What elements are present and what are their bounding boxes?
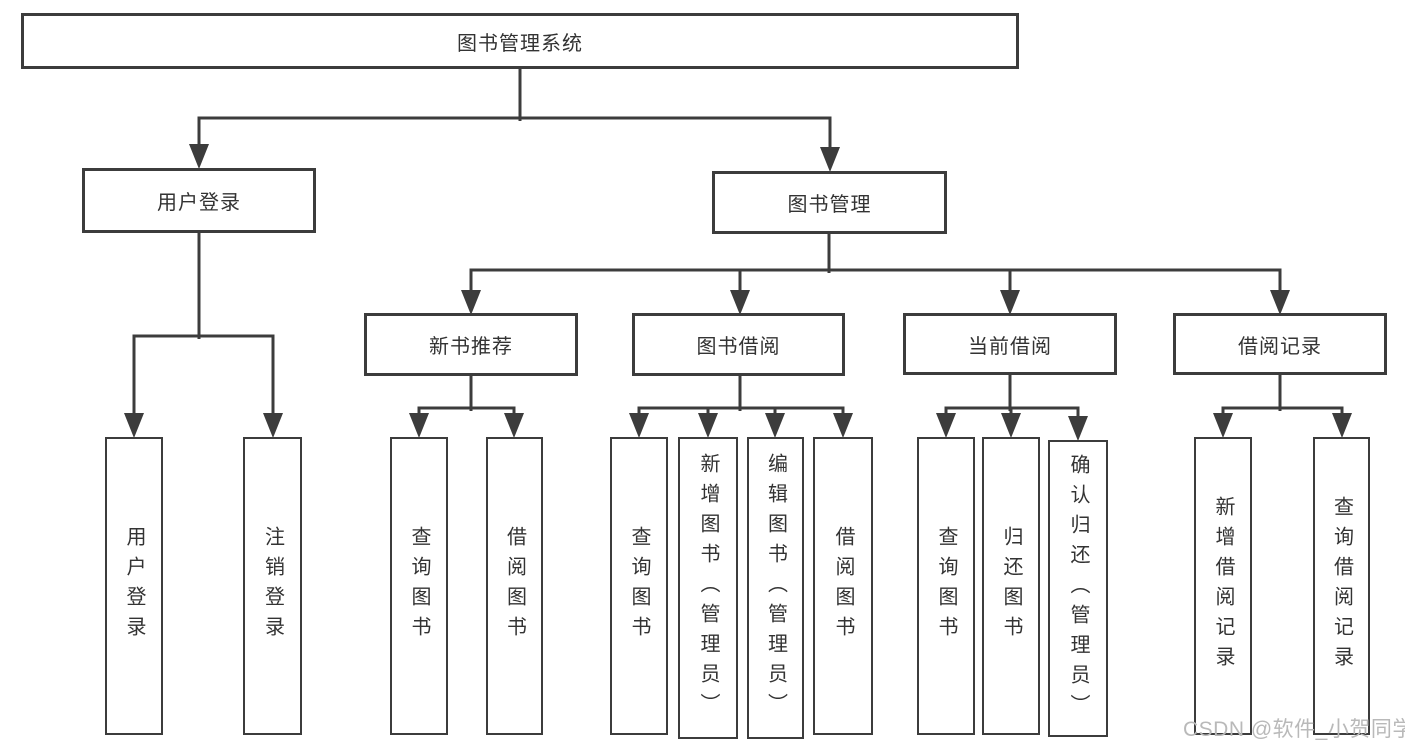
node-label: 借阅图书 [503,526,526,646]
node-logout: 注销登录 [243,437,302,735]
node-label: 图书管理 [787,194,872,216]
node-label: 确认归还（管理员） [1067,453,1089,724]
node-confirm-return-admin: 确认归还（管理员） [1048,440,1108,737]
node-label: 查询借阅记录 [1330,496,1353,676]
node-label: 注销登录 [261,526,284,646]
node-book-management: 图书管理 [712,171,947,234]
node-add-books-admin: 新增图书（管理员） [678,437,738,739]
node-label: 查询图书 [628,526,650,646]
node-borrow-records: 借阅记录 [1173,313,1387,375]
node-query-books-2: 查询图书 [610,437,668,735]
node-label: 图书借阅 [696,336,781,358]
node-label: 新书推荐 [429,336,513,358]
node-label: 借阅图书 [832,526,854,646]
node-user-login: 用户登录 [82,168,316,233]
watermark-text: CSDN @软件_小贺同学 [1183,718,1405,741]
node-label: 归还图书 [1000,526,1022,646]
node-query-books-3: 查询图书 [917,437,975,735]
node-borrow-books-1: 借阅图书 [486,437,543,735]
node-book-borrow: 图书借阅 [632,313,845,376]
node-label: 查询图书 [935,526,957,646]
node-label: 编辑图书（管理员） [764,453,787,723]
node-return-books: 归还图书 [982,437,1040,735]
node-label: 借阅记录 [1238,335,1322,358]
node-label: 查询图书 [408,526,430,646]
node-query-borrow-record: 查询借阅记录 [1313,437,1370,735]
node-library-system: 图书管理系统 [21,13,1019,69]
node-label: 图书管理系统 [457,32,583,55]
node-new-book-recommend: 新书推荐 [364,313,578,376]
node-label: 新增图书（管理员） [697,453,719,723]
node-label: 用户登录 [157,192,241,214]
node-label: 新增借阅记录 [1212,496,1234,676]
node-current-borrow: 当前借阅 [903,313,1117,375]
node-add-borrow-record: 新增借阅记录 [1194,437,1252,735]
node-edit-books-admin: 编辑图书（管理员） [747,437,804,739]
node-user-login-leaf: 用户登录 [105,437,163,735]
node-label: 用户登录 [123,526,145,646]
node-label: 当前借阅 [968,335,1052,358]
node-borrow-books-2: 借阅图书 [813,437,873,735]
node-query-books-1: 查询图书 [390,437,448,735]
